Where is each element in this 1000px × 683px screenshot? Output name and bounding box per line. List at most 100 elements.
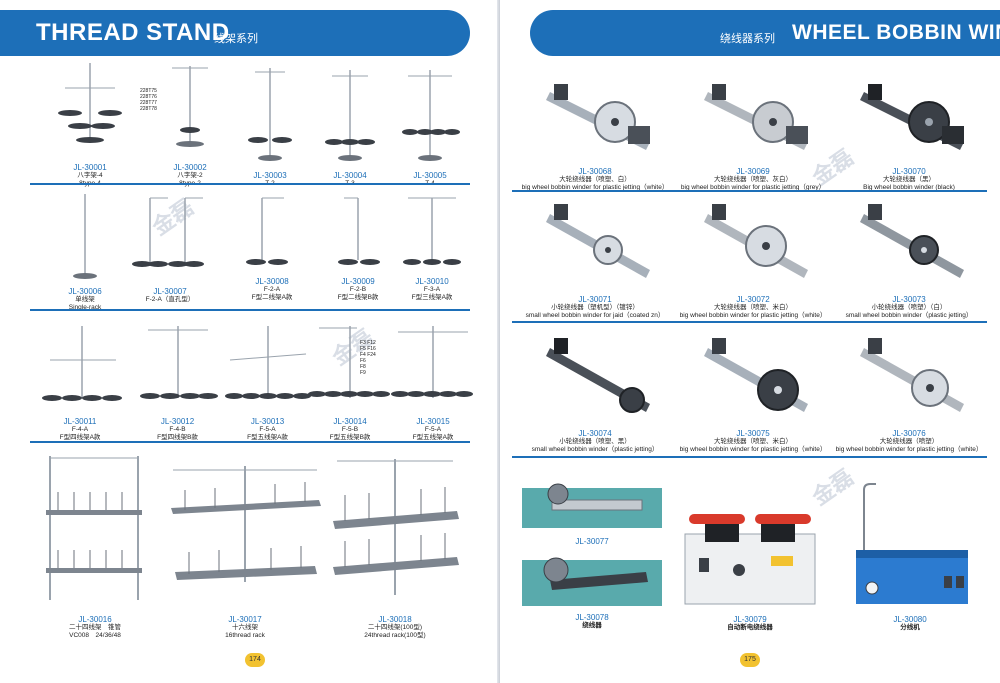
product-name-zh: F型五线架A款 xyxy=(247,434,288,441)
thread-dividing-machine-image xyxy=(856,483,968,604)
product-code: JL-30074 xyxy=(578,429,612,438)
product-card[interactable]: JL-30076 大轮绕线器（喷塑） big wheel bobbin wind… xyxy=(834,334,984,454)
product-name: 绕线器 xyxy=(582,622,602,629)
product-card[interactable]: JL-30018 二十四线架(100型) 24thread rack(100型) xyxy=(325,455,465,640)
product-card[interactable]: JL-30009 F-2-B F型二线架B款 xyxy=(318,192,398,302)
product-code: JL-30004 xyxy=(333,171,367,180)
product-card[interactable]: JL-30004 T-3 xyxy=(310,62,390,188)
product-name: 八字架-2 xyxy=(177,172,203,179)
product-name-zh: F型二线架A款 xyxy=(251,294,293,301)
product-card[interactable]: JL-30012 F-4-B F型四线架B款 xyxy=(130,320,225,442)
thread-stand-f2a-image xyxy=(132,197,204,267)
row-divider xyxy=(30,183,470,185)
product-code: JL-30008 xyxy=(255,277,289,286)
product-card[interactable]: JL-30007 F-2-A（直孔型） xyxy=(120,192,220,304)
product-code: JL-30007 xyxy=(153,287,187,296)
product-card[interactable]: JL-30073 小轮绕线器（喷塑）（白） small wheel bobbin… xyxy=(834,200,984,320)
thread-stand-t4-image xyxy=(402,70,460,161)
product-card[interactable]: JL-30010 F-3-A F型三线架A款 xyxy=(392,192,472,302)
product-name: 二十四线架 锥管 xyxy=(69,624,121,631)
product-card[interactable]: JL-30075 大轮绕线器（喷塑、米白） big wheel bobbin w… xyxy=(678,334,828,454)
product-code: JL-30010 xyxy=(415,277,449,286)
product-code: JL-30005 xyxy=(413,171,447,180)
row-divider xyxy=(512,190,987,192)
product-name: 大轮绕线器（喷塑） xyxy=(879,438,939,445)
product-card[interactable]: JL-30016 二十四线架 锥管 VC008 24/36/48 xyxy=(30,452,160,640)
product-card[interactable]: JL-30008 F-2-A F型二线架A款 xyxy=(232,192,312,302)
small-wheel-winder-white-image xyxy=(860,204,964,278)
product-code: JL-30072 xyxy=(736,295,770,304)
big-wheel-winder-grey-image xyxy=(704,84,808,150)
product-code: JL-30011 xyxy=(63,417,97,426)
product-name-zh: F型五线架B款 xyxy=(329,434,371,441)
small-wheel-winder-black-image xyxy=(546,338,650,413)
product-code: JL-30073 xyxy=(892,295,926,304)
product-card[interactable]: JL-30070 大轮绕线器（黑） Big wheel bobbin winde… xyxy=(834,82,984,192)
product-card[interactable]: JL-30071 小轮绕线器（塑机型）（镀锌） small wheel bobb… xyxy=(520,200,670,320)
product-card[interactable]: JL-30077 xyxy=(522,480,662,546)
product-code: JL-30001 xyxy=(73,163,107,172)
product-card[interactable]: JL-30002 八字架-2 8type-2 xyxy=(150,58,230,188)
small-wheel-winder-zn-image xyxy=(546,204,650,278)
product-code: JL-30075 xyxy=(736,429,770,438)
product-card[interactable]: JL-30074 小轮绕线器（喷塑、黑） small wheel bobbin … xyxy=(520,334,670,454)
right-page: 绕线器系列 WHEEL BOBBIN WINDER 金磊 金磊 JL-30068… xyxy=(500,0,1000,683)
product-card[interactable]: JL-30015 F-5-A F型五线架A款 xyxy=(388,320,478,442)
product-code: JL-30013 xyxy=(250,417,285,426)
product-name-en: small wheel bobbin winder（plastic jettin… xyxy=(531,446,659,453)
product-card[interactable]: JL-30072 大轮绕线器（喷塑、米白） big wheel bobbin w… xyxy=(678,200,828,320)
product-card[interactable]: JL-30005 T-4 xyxy=(390,62,470,188)
big-wheel-winder-black-image xyxy=(860,84,964,150)
product-name: F-4-B xyxy=(169,426,186,433)
product-name: 小轮绕线器（塑机型）（镀锌） xyxy=(551,304,639,311)
single-rack-image xyxy=(73,194,97,279)
product-name-en: Single-rack xyxy=(68,304,102,311)
product-code: JL-30012 xyxy=(160,417,195,426)
product-name-zh: F型四线架A款 xyxy=(59,434,101,441)
product-card[interactable]: JL-30079 自动断电绕线器 xyxy=(675,500,825,632)
product-name-en: small wheel bobbin winder（plastic jettin… xyxy=(845,312,973,319)
product-code: JL-30015 xyxy=(416,417,450,426)
thread-stand-t2-image xyxy=(248,68,292,161)
product-name-en: big wheel bobbin winder for plastic jett… xyxy=(679,312,827,319)
product-name: 小轮绕线器（喷塑、黑） xyxy=(559,438,631,445)
product-code: JL-30068 xyxy=(578,167,612,176)
row-divider xyxy=(30,309,470,311)
product-name-en: big wheel bobbin winder for plastic jett… xyxy=(679,446,827,453)
product-card[interactable]: JL-30003 T-2 xyxy=(230,58,310,188)
product-code: JL-30070 xyxy=(892,167,926,176)
product-card[interactable]: JL-30017 十六线架 16thread rack xyxy=(165,462,325,640)
product-card[interactable]: JL-30001 八字架-4 8type-4 xyxy=(45,58,135,188)
product-code: JL-30071 xyxy=(578,295,612,304)
product-card[interactable]: JL-30011 F-4-A F型四线架A款 xyxy=(30,320,130,442)
product-name: 分线机 xyxy=(900,624,920,631)
thread-stand-banner: THREAD STAND 线架系列 xyxy=(0,10,470,56)
page-number: 175 xyxy=(740,653,760,667)
product-name: F-2-B xyxy=(349,286,367,293)
thread-stand-f5a-image xyxy=(391,326,473,398)
product-card[interactable]: JL-30006 单线架 Single-rack xyxy=(45,190,125,312)
big-wheel-winder-cream-image xyxy=(704,338,808,412)
product-name: 大轮绕线器（黑） xyxy=(883,176,935,183)
product-card[interactable]: JL-30069 大轮绕线器（喷塑、灰白） big wheel bobbin w… xyxy=(678,82,828,192)
product-card[interactable]: JL-30080 分线机 xyxy=(840,482,980,632)
page-number: 174 xyxy=(245,653,265,667)
thread-stand-f5a-image xyxy=(225,326,311,399)
left-page: THREAD STAND 线架系列 金磊 金磊 JL-30001 八字架-4 8… xyxy=(0,10,478,667)
product-code: JL-30069 xyxy=(736,167,770,176)
auto-cutoff-winder-image xyxy=(684,514,816,605)
product-card[interactable]: JL-30068 大轮绕线器（喷塑、白） big wheel bobbin wi… xyxy=(520,82,670,192)
big-wheel-winder-white-image xyxy=(546,84,650,150)
product-name: F-2-A（直孔型） xyxy=(145,296,195,303)
product-card[interactable]: JL-30014 F-5-B F型五线架B款 xyxy=(305,320,395,442)
row-divider xyxy=(30,441,470,443)
product-code: JL-30077 xyxy=(575,537,609,546)
wheel-bobbin-winder-title-zh: 绕线器系列 xyxy=(720,33,775,45)
product-code: JL-30002 xyxy=(173,163,207,172)
product-name-zh: F型三线架A款 xyxy=(411,294,453,301)
part-number-list: 228T75 228T76 228T77 228T78 xyxy=(140,88,157,112)
product-name: F-5-A xyxy=(424,426,442,433)
product-name: 大轮绕线器（喷塑、白） xyxy=(559,176,631,183)
product-card[interactable]: JL-30078 绕线器 xyxy=(522,550,662,630)
product-card[interactable]: JL-30013 F-5-A F型五线架A款 xyxy=(220,320,315,442)
